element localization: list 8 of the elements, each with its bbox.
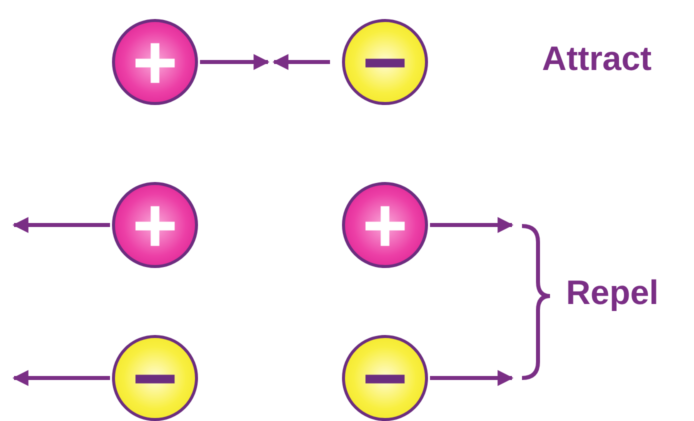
charge-sign: − bbox=[132, 339, 178, 417]
label: Repel bbox=[566, 274, 659, 313]
label: Attract bbox=[542, 40, 652, 79]
charge-sign: − bbox=[362, 339, 408, 417]
charge-sign: + bbox=[362, 186, 408, 264]
charge-sign: + bbox=[132, 186, 178, 264]
charge-sign: − bbox=[362, 23, 408, 101]
charge-sign: + bbox=[132, 23, 178, 101]
